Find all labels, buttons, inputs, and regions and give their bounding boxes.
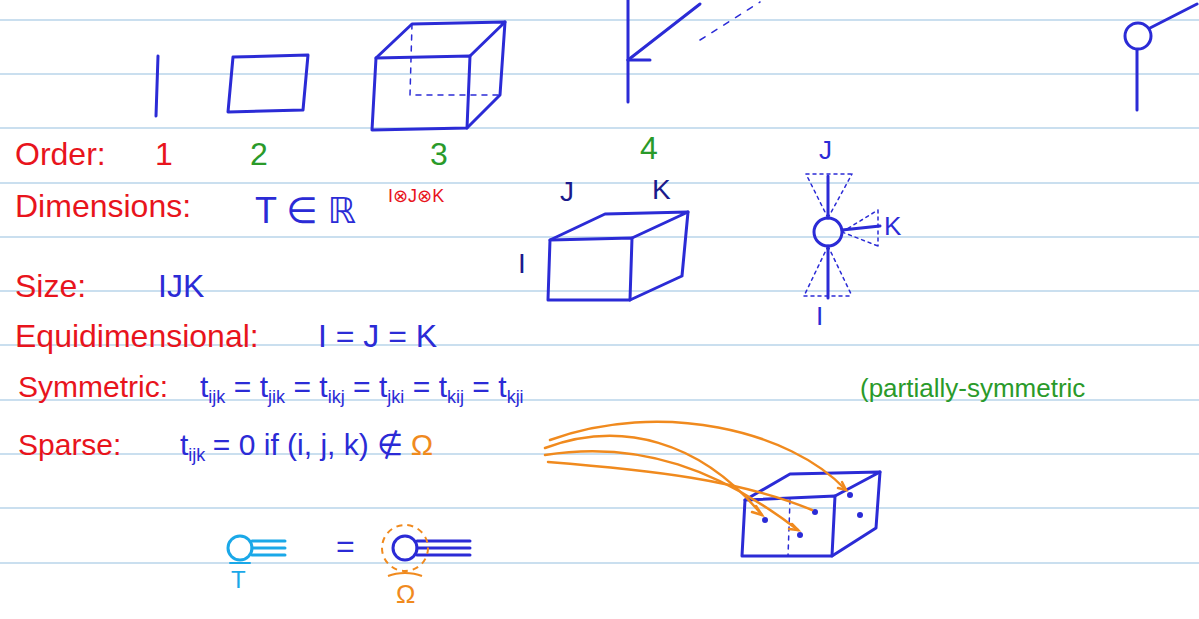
equals-sign: =	[413, 370, 431, 403]
formula: t	[379, 370, 387, 403]
text-row: Symmetric:	[18, 370, 168, 405]
formula: IJK	[158, 268, 204, 304]
omega-symbol: Ω	[396, 579, 415, 609]
text-row: Order:	[15, 136, 106, 173]
text-row: 4	[640, 130, 658, 167]
tensor-network-node	[804, 174, 880, 298]
equals-sign: =	[293, 370, 311, 403]
formula: t	[260, 370, 268, 403]
order-number: 2	[250, 136, 268, 172]
subscript: ikj	[328, 387, 345, 407]
tensor-node-with-mask	[393, 536, 470, 560]
formula: t	[439, 370, 447, 403]
text-row: K	[884, 212, 901, 242]
text-row: tijk=tjik=tikj=tjki=tkij=tkji	[200, 370, 524, 408]
text-row: Size:	[15, 268, 86, 305]
text-row: Equidimensional:	[15, 318, 259, 355]
mask-circle	[382, 525, 428, 576]
heading: Order:	[15, 136, 106, 172]
index-label: J	[819, 135, 832, 165]
order4-sketch	[628, 0, 760, 102]
text-row: I	[816, 302, 823, 332]
formula: t	[319, 370, 327, 403]
subscript: ijk	[208, 387, 225, 407]
formula: = 0 if (i, j, k) ∉	[213, 428, 403, 461]
equals-sign: =	[336, 528, 355, 564]
superscript: I⊗J⊗K	[388, 186, 444, 206]
axis-label: K	[652, 174, 671, 205]
subscript: kji	[507, 387, 524, 407]
index-label: K	[884, 211, 901, 241]
order1-vector	[156, 56, 158, 116]
text-row: 3	[430, 136, 448, 173]
text-row: I = J = K	[318, 318, 437, 355]
text-row: 2	[250, 136, 268, 173]
text-row: I	[518, 248, 526, 280]
heading: Size:	[15, 268, 86, 304]
text-row: I⊗J⊗K	[388, 186, 444, 207]
equals-sign: =	[472, 370, 490, 403]
subscript: ijk	[188, 445, 205, 465]
equals-sign: =	[353, 370, 371, 403]
formula: t	[200, 370, 208, 403]
formula: t	[498, 370, 506, 403]
order-number: 1	[155, 136, 173, 172]
text-row: 1	[155, 136, 173, 173]
sparse-cube	[742, 472, 880, 556]
text-row: tijk = 0 if (i, j, k) ∉Ω	[180, 428, 433, 466]
dimension-cube	[548, 212, 688, 300]
note: (partially-symmetric	[860, 373, 1085, 403]
axis-label: I	[518, 248, 526, 279]
index-label: I	[816, 301, 823, 331]
subscript: jik	[268, 387, 285, 407]
formula: t	[180, 428, 188, 461]
order3-cube	[372, 22, 505, 130]
text-row: =	[336, 528, 355, 565]
heading: Equidimensional:	[15, 318, 259, 354]
formula: T ∈ ℝ	[255, 190, 356, 231]
tensor-node-t	[228, 536, 285, 563]
text-row: Ω	[396, 580, 415, 610]
text-row: T	[231, 566, 246, 594]
text-row: Sparse:	[18, 428, 121, 463]
tensor-label: T	[231, 566, 246, 593]
heading: Symmetric:	[18, 370, 168, 403]
corner-node-sketch	[1125, 4, 1197, 110]
ruled-lines	[0, 20, 1199, 563]
subscript: jki	[387, 387, 404, 407]
heading: Dimensions:	[15, 188, 191, 224]
text-row: J	[560, 176, 574, 208]
subscript: kij	[447, 387, 464, 407]
text-row: K	[652, 174, 671, 206]
text-row: T ∈ ℝ	[255, 190, 356, 231]
equals-sign: =	[234, 370, 252, 403]
formula: I = J = K	[318, 318, 437, 354]
axis-label: J	[560, 176, 574, 207]
order-number: 4	[640, 130, 658, 166]
order2-matrix	[228, 55, 308, 112]
order-number: 3	[430, 136, 448, 172]
text-row: J	[819, 136, 832, 166]
omega-arrows	[545, 422, 846, 530]
omega-symbol: Ω	[411, 428, 433, 461]
text-row: Dimensions:	[15, 188, 191, 225]
heading: Sparse:	[18, 428, 121, 461]
text-row: (partially-symmetric	[860, 374, 1085, 404]
text-row: IJK	[158, 268, 204, 305]
